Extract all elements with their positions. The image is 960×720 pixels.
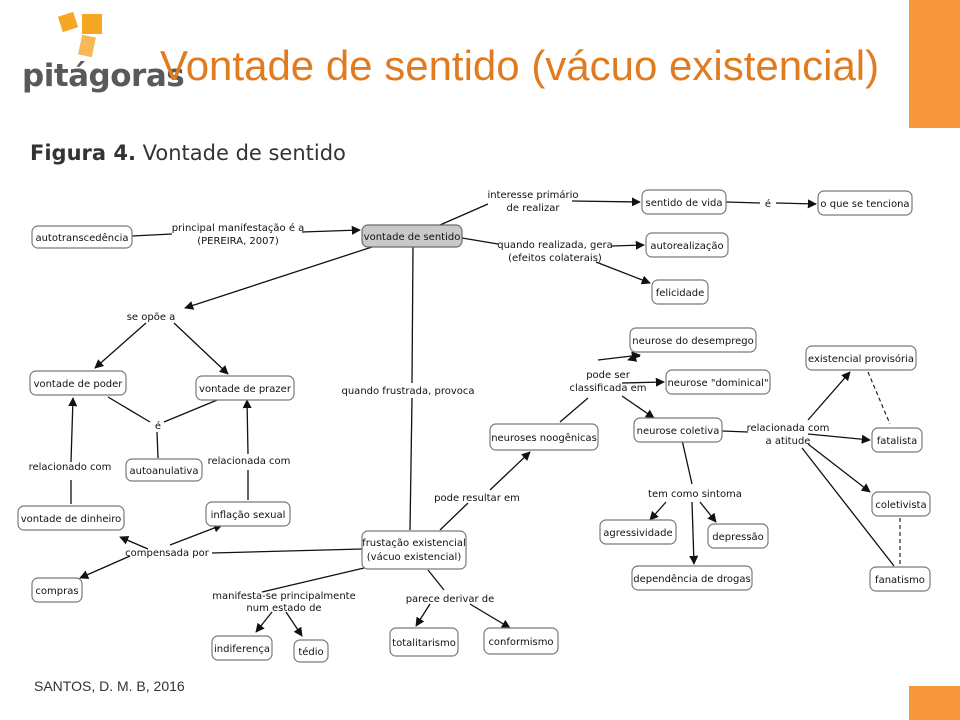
node-vontade-de-poder: vontade de poder: [29, 370, 127, 396]
svg-text:neurose "dominical": neurose "dominical": [667, 378, 768, 389]
svg-text:vontade de prazer: vontade de prazer: [199, 384, 292, 395]
node-vontade-de-prazer: vontade de prazer: [195, 375, 295, 401]
svg-text:neurose do desemprego: neurose do desemprego: [632, 336, 753, 347]
svg-text:autotranscedência: autotranscedência: [35, 232, 128, 244]
logo-mark-icon: [57, 11, 102, 58]
node-sentido-de-vida: sentido de vida: [641, 189, 727, 215]
svg-text:indiferença: indiferença: [214, 644, 270, 655]
link-label: classificada em: [569, 383, 646, 394]
node-totalitarismo: totalitarismo: [389, 627, 459, 657]
link-label: é: [155, 420, 161, 432]
node-autoanulativa: autoanulativa: [125, 458, 203, 482]
link-label: (efeitos colaterais): [508, 253, 602, 264]
node-fanatismo: fanatismo: [869, 566, 931, 592]
svg-text:compras: compras: [35, 586, 78, 597]
svg-text:neuroses noogênicas: neuroses noogênicas: [491, 432, 597, 444]
node-vontade-de-sentido: vontade de sentido: [361, 224, 463, 248]
link-label: (PEREIRA, 2007): [197, 236, 279, 247]
link-label: pode resultar em: [434, 493, 520, 504]
node-indiferenca: indiferença: [211, 635, 273, 661]
link-label: relacionada com: [747, 423, 830, 434]
link-label: tem como sintoma: [648, 489, 742, 500]
node-agressividade: agressividade: [599, 519, 677, 545]
svg-text:sentido de vida: sentido de vida: [646, 198, 723, 209]
accent-bar-bottom: [909, 686, 960, 720]
node-existencial-provisoria: existencial provisória: [805, 345, 917, 371]
svg-text:fatalista: fatalista: [877, 436, 918, 447]
node-conformismo: conformismo: [483, 627, 559, 655]
node-neurose-dominical: neurose "dominical": [665, 369, 771, 395]
node-compras: compras: [31, 577, 83, 603]
node-neuroses-noogenicas: neuroses noogênicas: [489, 423, 599, 451]
link-label: de realizar: [507, 203, 561, 214]
node-coletivista: coletivista: [871, 491, 931, 517]
svg-text:neurose coletiva: neurose coletiva: [637, 426, 720, 437]
node-vontade-de-dinheiro: vontade de dinheiro: [17, 505, 125, 531]
page-title: Vontade de sentido (vácuo existencial): [160, 42, 880, 89]
link-label: quando frustrada, provoca: [342, 386, 475, 397]
link-label: parece derivar de: [406, 594, 495, 605]
svg-text:coletivista: coletivista: [875, 500, 926, 511]
accent-bar-top: [909, 0, 960, 128]
link-label: pode ser: [586, 370, 631, 381]
link-label: compensada por: [125, 548, 210, 559]
link-label: quando realizada, gera: [497, 240, 612, 251]
svg-text:vontade de poder: vontade de poder: [34, 379, 124, 390]
svg-text:vontade de sentido: vontade de sentido: [364, 232, 461, 243]
concept-map-link-labels: principal manifestação é a (PEREIRA, 200…: [29, 189, 830, 614]
node-o-que-se-tenciona: o que se tenciona: [817, 190, 913, 216]
svg-text:depressão: depressão: [712, 532, 764, 543]
svg-text:totalitarismo: totalitarismo: [392, 638, 456, 649]
link-label: manifesta-se principalmente: [212, 591, 355, 602]
svg-text:dependência de drogas: dependência de drogas: [633, 573, 750, 585]
link-label: se opõe a: [127, 312, 176, 323]
svg-text:existencial provisória: existencial provisória: [808, 353, 914, 365]
svg-text:o que se tenciona: o que se tenciona: [820, 199, 909, 210]
node-inflacao-sexual: inflação sexual: [205, 501, 291, 527]
node-tedio: tédio: [293, 639, 329, 663]
link-label: num estado de: [246, 603, 321, 614]
node-felicidade: felicidade: [651, 279, 709, 305]
link-label: a atitude: [766, 436, 811, 447]
node-fatalista: fatalista: [871, 427, 923, 453]
logo-text: pitágoras: [22, 58, 185, 94]
link-label: relacionada com: [208, 456, 291, 467]
node-neurose-coletiva: neurose coletiva: [633, 417, 723, 443]
link-label: é: [765, 198, 771, 210]
svg-text:felicidade: felicidade: [656, 288, 704, 299]
source-citation: SANTOS, D. M. B, 2016: [34, 678, 185, 694]
svg-text:frustação existencial: frustação existencial: [362, 538, 466, 549]
concept-map-edges: [68, 197, 901, 637]
figure-caption-number: Figura 4.: [30, 141, 136, 165]
svg-text:tédio: tédio: [298, 646, 323, 658]
svg-text:autorealização: autorealização: [650, 241, 723, 252]
figure-caption: Figura 4. Vontade de sentido: [30, 141, 346, 165]
link-label: interesse primário: [487, 189, 578, 201]
node-autorealizacao: autorealização: [645, 232, 729, 258]
concept-map-nodes: autotranscedência vontade de sentido sen…: [17, 189, 931, 663]
svg-text:inflação sexual: inflação sexual: [211, 510, 286, 521]
pitagoras-logo: pitágoras: [22, 8, 185, 98]
node-neurose-desemprego: neurose do desemprego: [629, 327, 757, 353]
svg-text:conformismo: conformismo: [488, 637, 553, 648]
link-label: principal manifestação é a: [172, 222, 305, 234]
svg-text:(vácuo existencial): (vácuo existencial): [367, 551, 462, 563]
node-depressao: depressão: [707, 523, 769, 549]
node-dependencia-drogas: dependência de drogas: [631, 565, 753, 591]
figure-caption-text: Vontade de sentido: [135, 141, 346, 165]
svg-text:vontade de dinheiro: vontade de dinheiro: [21, 514, 122, 525]
svg-text:autoanulativa: autoanulativa: [130, 466, 199, 477]
svg-text:agressividade: agressividade: [603, 528, 672, 539]
node-autotranscendencia: autotranscedência: [31, 225, 133, 249]
svg-text:fanatismo: fanatismo: [875, 575, 925, 586]
link-label: relacionado com: [29, 462, 112, 473]
node-frustracao-existencial: frustação existencial (vácuo existencial…: [361, 530, 467, 570]
